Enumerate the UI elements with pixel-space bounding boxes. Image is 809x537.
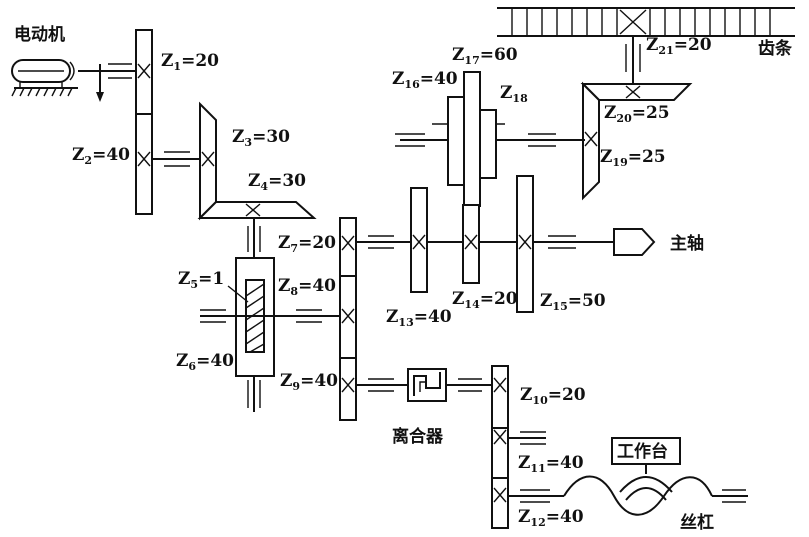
- gear-label-z3: Z3=30: [232, 127, 290, 149]
- z5-leader: [227, 285, 249, 303]
- worktable: [611, 437, 681, 501]
- gear-z16: [447, 96, 465, 186]
- gear-label-z19: Z19=25: [600, 147, 666, 169]
- spindle-nose: [613, 228, 656, 256]
- bevel-gear-z4: [197, 201, 317, 219]
- shaft-z9-clutch: [356, 378, 408, 392]
- shaft-z11: [508, 431, 546, 445]
- gear-label-z1: Z1=20: [161, 51, 219, 73]
- bevel-gear-z3: [199, 101, 217, 221]
- gear-label-z5: Z5=1: [178, 269, 224, 291]
- gear-z2: [135, 113, 153, 215]
- motor: [11, 59, 104, 102]
- clutch-label: 离合器: [392, 426, 444, 447]
- gear-label-z8: Z8=40: [278, 276, 336, 298]
- shaft-z6-z8: [200, 309, 344, 323]
- gear-label-z14: Z14=20: [452, 289, 518, 311]
- leadscrew: [508, 475, 748, 516]
- gear-z13: [410, 187, 428, 293]
- gear-z12: [491, 477, 509, 529]
- bevel-gear-z20: [580, 83, 693, 101]
- gear-label-z2: Z2=40: [72, 145, 130, 167]
- gear-label-z21: Z21=20: [646, 35, 712, 57]
- gear-label-z20: Z20=25: [604, 103, 670, 125]
- clutch: [407, 368, 447, 402]
- gear-label-z9: Z9=40: [280, 371, 338, 393]
- shaft-z21: [625, 36, 641, 84]
- shaft-clutch-z10: [446, 378, 492, 392]
- shaft-z2-z3: [152, 151, 207, 167]
- gear-z13-z15-marks: [412, 234, 532, 250]
- gear-z17: [463, 71, 481, 207]
- gear-label-z7: Z7=20: [278, 233, 336, 255]
- gear-label-z18: Z18: [500, 83, 528, 105]
- bevel-gear-z19: [582, 81, 600, 201]
- gear-label-z17: Z17=60: [452, 45, 518, 67]
- gear-z11: [491, 427, 509, 479]
- gear-label-z4: Z4=30: [248, 171, 306, 193]
- gear-label-z15: Z15=50: [540, 291, 606, 313]
- rack: [497, 7, 795, 37]
- leadscrew-label: 丝杠: [680, 512, 714, 533]
- gear-z15: [516, 175, 534, 313]
- gear-label-z6: Z6=40: [176, 351, 234, 373]
- gear-z3-z4-marks: [201, 151, 261, 217]
- gear-z10: [491, 365, 509, 429]
- gear-z7: [339, 217, 357, 277]
- gear-z9: [339, 357, 357, 421]
- gear-z7-z9-marks: [341, 235, 355, 393]
- worktable-label: 工作台: [617, 441, 668, 462]
- motor-shaft: [78, 63, 140, 79]
- gear-label-z13: Z13=40: [386, 307, 452, 329]
- gear-z1-z2-marks: [137, 63, 151, 167]
- gear-label-z10: Z10=20: [520, 385, 586, 407]
- rack-label: 齿条: [758, 38, 793, 59]
- gear-label-z11: Z11=40: [518, 453, 584, 475]
- spindle-label: 主轴: [670, 233, 704, 254]
- gear-z10-z12-marks: [493, 377, 507, 503]
- gear-label-z12: Z12=40: [518, 507, 584, 529]
- gear-z18: [479, 109, 497, 179]
- shaft-spindle: [356, 235, 614, 249]
- gear-label-z16: Z16=40: [392, 69, 458, 91]
- motor-label: 电动机: [14, 24, 65, 45]
- gear-z14: [462, 204, 480, 284]
